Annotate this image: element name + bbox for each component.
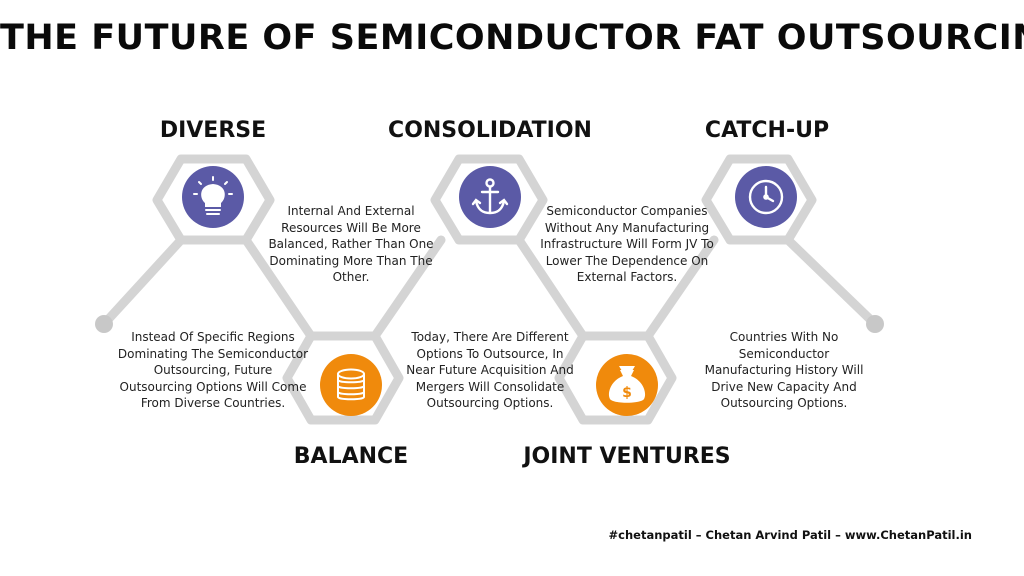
description-line: Outsourcing Options. [720,396,848,410]
anchor-icon [471,178,509,215]
description-line: Options To Outsource, In [416,346,564,361]
stage-description-consolidation: Today, There Are Different Options To Ou… [406,329,573,412]
connector-3-4 [514,235,588,341]
connector-right-end [783,235,880,329]
coin-stack-icon [337,368,365,401]
description-line: Dominating The Semiconductor [117,346,309,361]
description-line: Lower The Dependence On [545,253,709,268]
description-line: Semiconductor [738,346,830,361]
description-line: Semiconductor Companies [546,204,708,218]
stage-description-diverse: Instead Of Specific Regions Dominating T… [118,329,308,412]
stage-label-catch-up: CATCH-UP [704,118,830,143]
page-title: THE FUTURE OF SEMICONDUCTOR FAT OUTSOURC… [0,18,1024,58]
description-line: Outsourcing, Future [153,363,273,377]
description-line: Mergers Will Consolidate [415,379,565,394]
lightbulb-icon [193,176,233,215]
description-line: Drive New Capacity And [711,379,857,394]
stage-label-joint-ventures: JOINT VENTURES [523,444,731,469]
stage-label-balance: BALANCE [293,444,409,469]
description-line: External Factors. [576,270,678,284]
hex-frames [152,154,817,425]
connector-4-5 [643,235,719,341]
hex-frame-diverse [152,154,275,245]
stage-label-diverse: DIVERSE [159,118,267,143]
connector-2-3 [370,235,446,341]
svg-text:$: $ [622,385,632,401]
description-line: Outsourcing Options Will Come [119,379,307,394]
connector-1-2 [241,235,316,341]
stage-label-consolidation: CONSOLIDATION [388,118,592,143]
description-line: Balanced, Rather Than One [268,237,434,251]
description-line: Dominating More Than The [269,253,433,268]
description-line: Resources Will Be More [281,220,421,235]
stage-description-catch-up: Countries With No Semiconductor Manufact… [705,329,864,412]
hex-frame-balance [282,331,404,425]
clock-icon [748,179,784,215]
right-end-dot [866,315,884,333]
footer-credit: #chetanpatil – Chetan Arvind Patil – www… [608,528,972,542]
description-line: Manufacturing History Will [704,363,864,377]
description-line: Other. [332,270,370,284]
money-bag-icon: $ [608,366,646,403]
description-line: Near Future Acquisition And [406,363,574,377]
stage-description-joint-ventures: Semiconductor Companies Without Any Manu… [540,203,714,286]
description-line: Without Any Manufacturing [544,220,710,235]
description-line: Countries With No [729,330,839,344]
description-line: From Diverse Countries. [140,396,286,410]
hex-frame-joint-ventures [554,331,677,425]
connector-lines [99,235,880,341]
description-line: Outsourcing Options. [426,396,554,410]
left-end-dot [95,315,113,333]
hex-frame-consolidation [430,154,548,245]
description-line: Internal And External [287,204,415,218]
description-line: Today, There Are Different [411,330,569,344]
stage-description-balance: Internal And External Resources Will Be … [268,203,433,286]
hex-frame-catch-up [701,154,817,245]
circle-balance [320,354,382,416]
description-line: Infrastructure Will Form JV To [540,237,714,251]
connector-left-end [99,235,186,329]
description-line: Instead Of Specific Regions [131,330,295,344]
